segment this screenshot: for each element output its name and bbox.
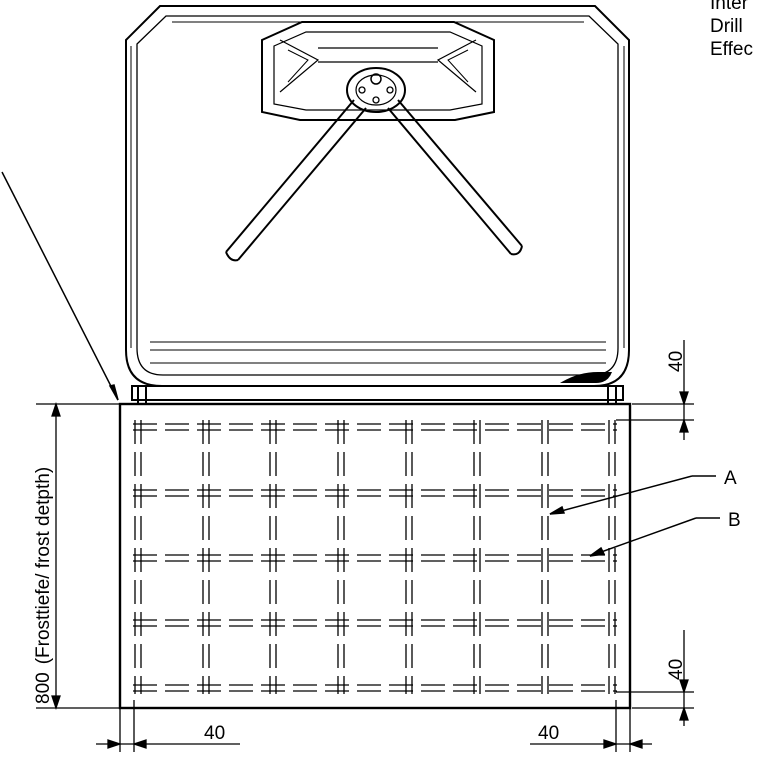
callout-a-leader <box>549 475 716 515</box>
tripod-arms <box>225 99 523 262</box>
depth-value: 800 <box>33 672 54 704</box>
turnstile-housing <box>125 5 630 387</box>
note-line-2: Drill <box>710 16 743 37</box>
dimension-label-top-right: 40 <box>666 351 687 372</box>
housing-dark-corner <box>560 372 612 383</box>
dimension-bottom-right <box>616 630 694 726</box>
leader-line <box>1 171 119 401</box>
dimension-bottom-right-width <box>530 700 652 752</box>
dimension-depth <box>36 401 120 711</box>
dimension-bottom-left <box>96 700 240 752</box>
turnstile-base-plate <box>131 385 624 404</box>
dimension-label-depth: 800 (Frosttiefe/ frost detpth) <box>33 467 54 704</box>
dimension-label-bottom-right-width: 40 <box>538 723 559 744</box>
callout-b-leader <box>589 517 720 557</box>
rebar-grid <box>133 420 617 694</box>
dimension-label-bottom-left: 40 <box>204 723 225 744</box>
rotor-head <box>261 21 495 121</box>
dimension-label-bottom-right: 40 <box>666 659 687 680</box>
note-line-1: Inter <box>710 0 749 14</box>
foundation-block <box>118 402 632 710</box>
depth-text: (Frosttiefe/ frost detpth) <box>33 467 54 664</box>
dimension-top-right <box>616 340 694 440</box>
callout-label-a: A <box>724 468 737 489</box>
note-line-3: Effec <box>710 39 753 60</box>
callout-label-b: B <box>728 510 741 531</box>
